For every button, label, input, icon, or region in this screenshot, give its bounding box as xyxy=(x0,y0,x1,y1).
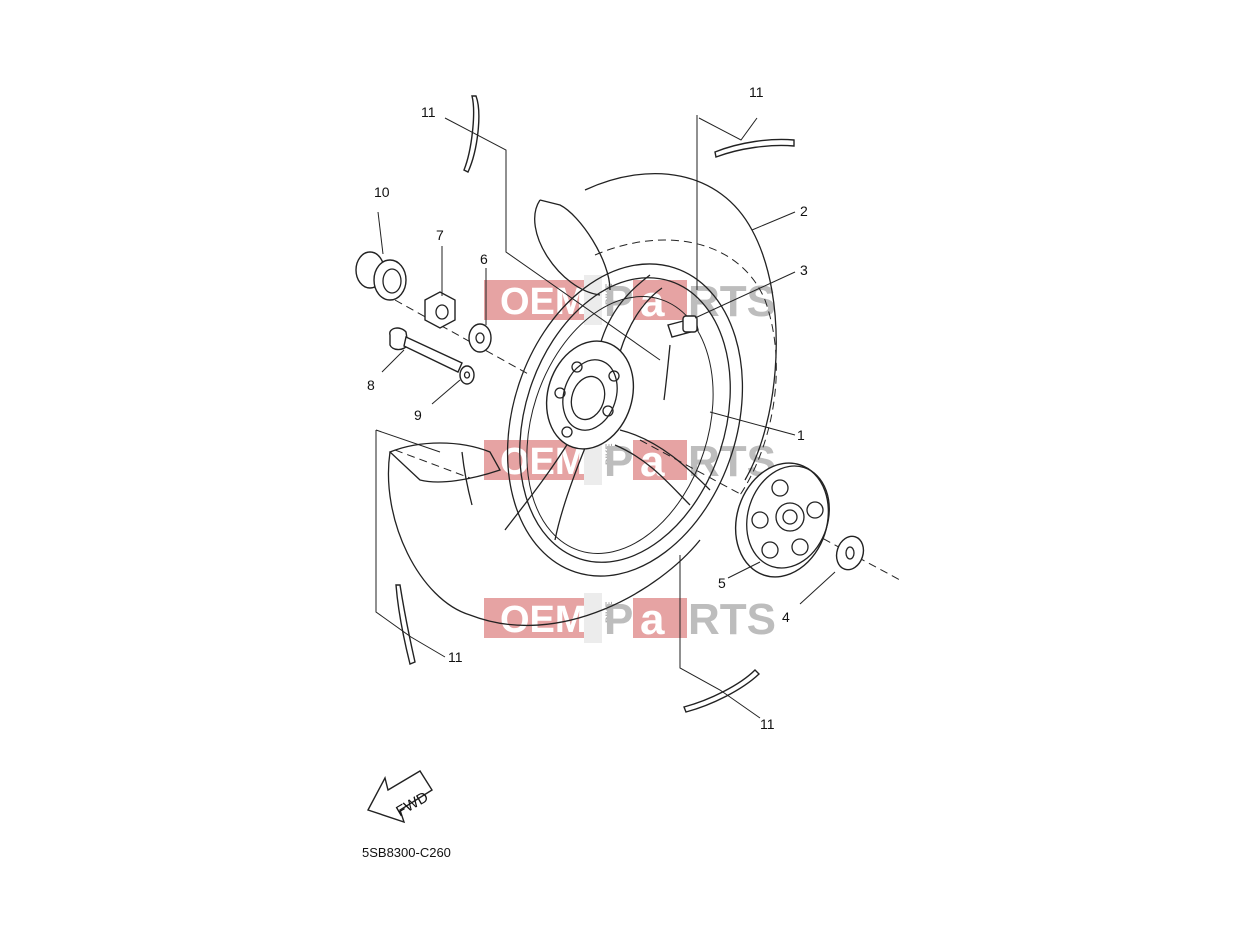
washer-left xyxy=(468,323,492,353)
callout-11-bottom-right: 11 xyxy=(760,716,775,732)
callout-6: 6 xyxy=(480,251,488,267)
fwd-arrow-icon: FWD xyxy=(366,770,433,824)
callout-4: 4 xyxy=(782,609,790,625)
callout-3: 3 xyxy=(800,262,808,278)
balance-weights xyxy=(395,95,795,713)
watermark-bottom: OEM BIKE P a RTS xyxy=(484,593,776,644)
diagram-code: 5SB8300-C260 xyxy=(362,845,451,860)
svg-text:BIKE: BIKE xyxy=(604,443,614,465)
callout-11-bottom-left: 11 xyxy=(448,649,463,665)
svg-text:OEM: OEM xyxy=(500,281,587,323)
svg-text:BIKE: BIKE xyxy=(604,283,614,305)
valve-stem xyxy=(667,315,699,338)
callout-11-top-left: 11 xyxy=(421,104,436,120)
callout-11-top-right: 11 xyxy=(749,84,764,100)
watermark-middle: OEM BIKE P a RTS xyxy=(484,435,776,486)
callout-2: 2 xyxy=(800,203,808,219)
svg-text:a: a xyxy=(640,277,665,326)
tire xyxy=(387,173,777,626)
svg-text:a: a xyxy=(640,595,665,644)
svg-text:P: P xyxy=(604,437,633,486)
svg-text:OEM: OEM xyxy=(500,441,587,483)
callout-5: 5 xyxy=(718,575,726,591)
callout-8: 8 xyxy=(367,377,375,393)
callout-10: 10 xyxy=(374,184,390,200)
svg-text:P: P xyxy=(604,277,633,326)
callout-7: 7 xyxy=(436,227,444,243)
leader-lines xyxy=(375,115,836,719)
callout-1: 1 xyxy=(797,427,805,443)
svg-text:BIKE: BIKE xyxy=(604,601,614,623)
damper-hub xyxy=(734,462,830,578)
watermark-top: OEM BIKE P a RTS xyxy=(484,275,776,326)
svg-text:RTS: RTS xyxy=(688,595,776,644)
hub-cap xyxy=(355,251,407,301)
small-washer xyxy=(459,365,475,385)
wheel-rim xyxy=(461,263,744,577)
callout-9: 9 xyxy=(414,407,422,423)
bolt xyxy=(389,327,463,373)
axle-nut xyxy=(424,291,456,329)
washer-right xyxy=(835,535,865,571)
